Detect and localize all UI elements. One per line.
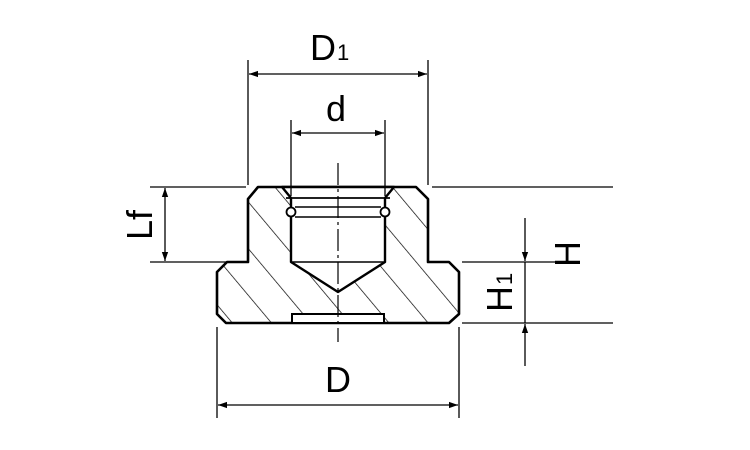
dimension-lines <box>150 60 613 418</box>
label-d1: D1 <box>310 27 349 68</box>
label-lf: Lf <box>119 209 160 240</box>
hatched-section <box>217 187 459 323</box>
label-h: H <box>547 241 588 267</box>
label-d: d <box>326 88 346 129</box>
label-h1: H1 <box>479 273 520 312</box>
ball-right <box>379 206 391 218</box>
part-section <box>215 163 461 342</box>
label-d-outer: D <box>325 359 351 400</box>
ball-left <box>285 206 297 218</box>
